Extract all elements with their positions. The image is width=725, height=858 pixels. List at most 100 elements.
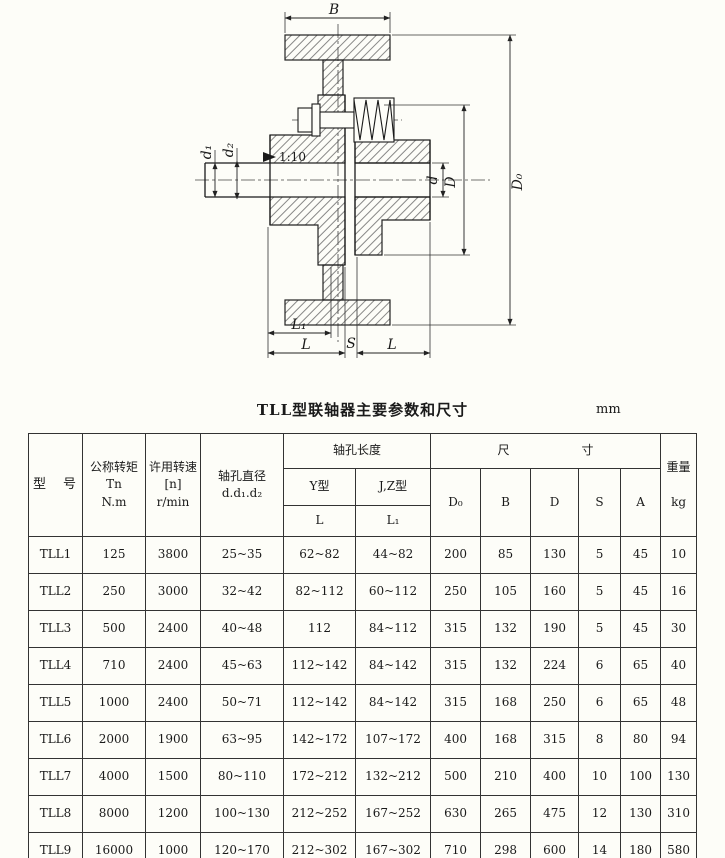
table-cell: 40 — [660, 647, 698, 685]
table-cell: 45 — [620, 610, 662, 648]
table-cell: 400 — [430, 721, 482, 759]
coupling-drawing: 1:10 — [195, 2, 526, 358]
header-row-2: Y型 J,Z型 D₀ B D S A — [29, 468, 697, 537]
header-row-3: L L₁ — [29, 505, 697, 537]
table-cell: 45 — [620, 536, 662, 574]
table-cell: 2000 — [82, 721, 146, 759]
table-cell: 630 — [430, 795, 482, 833]
table-cell: 180 — [620, 832, 662, 858]
table-cell: 84~142 — [354, 647, 432, 685]
dim-label-d-bore: d — [425, 175, 441, 184]
table-cell: 315 — [430, 610, 482, 648]
table-cell: 1000 — [82, 684, 146, 722]
table-cell: 45 — [620, 573, 662, 611]
table-cell: 8000 — [82, 795, 146, 833]
table-cell: 40~48 — [200, 610, 284, 648]
table-cell: 6 — [578, 684, 622, 722]
dimension-lines — [212, 15, 513, 356]
col-header-a: A — [620, 468, 662, 537]
table-cell: 65 — [620, 684, 662, 722]
table-cell: 132~212 — [354, 758, 432, 796]
table-cell: 25~35 — [200, 536, 284, 574]
col-header-dimensions: 尺 寸 — [430, 433, 662, 469]
table-cell: 107~172 — [354, 721, 432, 759]
table-cell: 100 — [620, 758, 662, 796]
unit-label: mm — [596, 402, 621, 417]
table-cell: 112~142 — [283, 647, 356, 685]
table-cell: 125 — [82, 536, 146, 574]
table-cell: 82~112 — [283, 573, 356, 611]
table-cell: 5 — [578, 610, 622, 648]
title-row: TLL型联轴器主要参数和尺寸 mm — [0, 399, 725, 423]
table-cell: 12 — [578, 795, 622, 833]
table-cell: 1200 — [145, 795, 201, 833]
table-cell: 710 — [82, 647, 146, 685]
table-cell: 132 — [480, 610, 532, 648]
section-hatch — [269, 34, 431, 326]
table-cell: 500 — [430, 758, 482, 796]
dim-label-d1: d₁ — [199, 145, 215, 160]
dim-label-d-outer: D — [443, 176, 459, 188]
table-cell: 580 — [660, 832, 698, 858]
col-header-torque: 公称转矩 Tn N.m — [82, 433, 146, 537]
col-header-b: B — [480, 468, 532, 537]
table-cell: 60~112 — [354, 573, 432, 611]
table-cell: 210 — [480, 758, 532, 796]
table-cell: 16 — [660, 573, 698, 611]
table-cell: 120~170 — [200, 832, 284, 858]
col-header-d0: D₀ — [430, 468, 482, 537]
table-cell: 94 — [660, 721, 698, 759]
table-cell: 45~63 — [200, 647, 284, 685]
table-cell: 1900 — [145, 721, 201, 759]
table-cell: 84~142 — [354, 684, 432, 722]
table-cell: 3800 — [145, 536, 201, 574]
table-cell: 50~71 — [200, 684, 284, 722]
table-cell: 167~252 — [354, 795, 432, 833]
table-cell: TLL4 — [28, 647, 83, 685]
table-cell: 130 — [620, 795, 662, 833]
table-cell: TLL7 — [28, 758, 83, 796]
table-cell: 62~82 — [283, 536, 356, 574]
table-cell: TLL1 — [28, 536, 83, 574]
table-cell: 200 — [430, 536, 482, 574]
table-cell: 130 — [530, 536, 580, 574]
table-cell: 3000 — [145, 573, 201, 611]
table-cell: 250 — [82, 573, 146, 611]
table-cell: TLL5 — [28, 684, 83, 722]
table-cell: 168 — [480, 684, 532, 722]
table-cell: 5 — [578, 573, 622, 611]
col-header-model: 型 号 — [28, 433, 83, 537]
taper-mark: 1:10 — [263, 150, 306, 164]
dim-label-l1: L₁ — [291, 317, 307, 333]
table-cell: 32~42 — [200, 573, 284, 611]
dimension-labels: B D₀ D d d₁ d₂ L₁ L S L — [199, 2, 526, 353]
table-cell: TLL3 — [28, 610, 83, 648]
table-cell: 167~302 — [354, 832, 432, 858]
table-cell: 80 — [620, 721, 662, 759]
extension-lines — [214, 12, 516, 358]
col-header-l1: L₁ — [354, 505, 432, 537]
table-cell: 1000 — [145, 832, 201, 858]
dim-label-d0: D₀ — [510, 173, 526, 191]
table-cell: 2400 — [145, 610, 201, 648]
table-cell: 105 — [480, 573, 532, 611]
header-row-1: 型 号 公称转矩 Tn N.m 许用转速 [n] r/min 轴孔直径 d.d₁… — [28, 433, 698, 537]
table-cell: 315 — [430, 647, 482, 685]
table-cell: 250 — [530, 684, 580, 722]
table-cell: 85 — [480, 536, 532, 574]
table-cell: 65 — [620, 647, 662, 685]
table-cell: 250 — [430, 573, 482, 611]
table-title: TLL型联轴器主要参数和尺寸 — [256, 401, 469, 419]
table-cell: TLL2 — [28, 573, 83, 611]
table-cell: 160 — [530, 573, 580, 611]
table-cell: 315 — [530, 721, 580, 759]
table-cell: TLL6 — [28, 721, 83, 759]
